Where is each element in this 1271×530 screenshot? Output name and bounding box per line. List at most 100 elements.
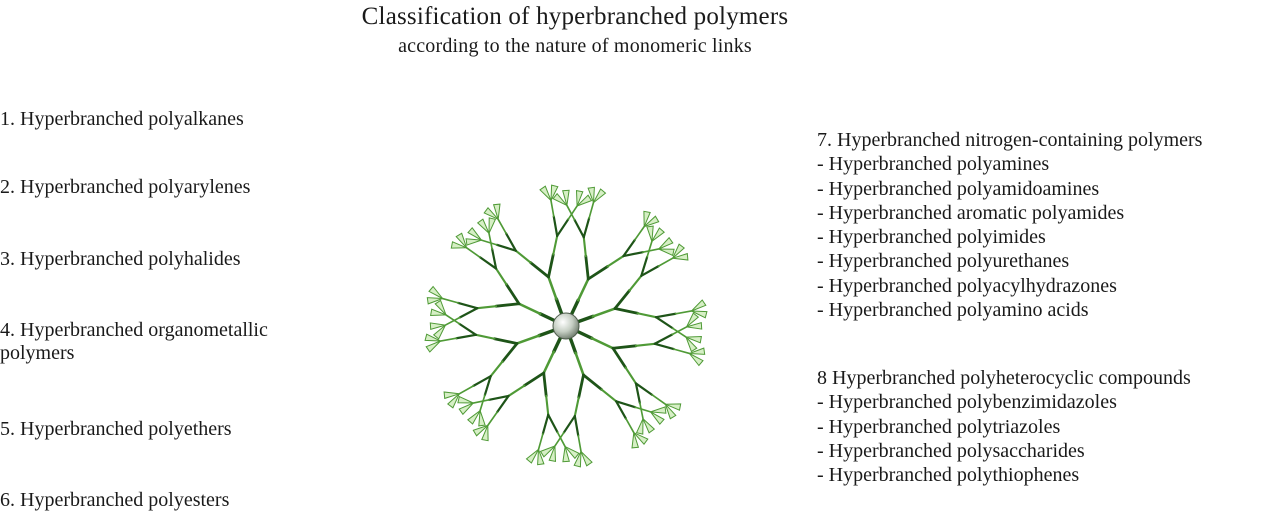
- branch-tip-24: [650, 406, 667, 414]
- branch-segment-91: [441, 297, 460, 304]
- branch-tip-56: [465, 238, 482, 246]
- branch-segment-33: [671, 326, 688, 336]
- branch-tip-33: [562, 446, 570, 463]
- branch-segment-30: [611, 344, 638, 350]
- branch-tip-11: [672, 252, 689, 261]
- branch-segment-40: [634, 382, 641, 404]
- branch-tip-30: [548, 445, 557, 462]
- category-polyalkanes: 1. Hyperbranched polyalkanes: [0, 108, 244, 130]
- branch-segment-69: [472, 399, 490, 404]
- category-polyhalides: 3. Hyperbranched polyhalides: [0, 248, 241, 270]
- subcategory-aromatic-polyamides: - Hyperbranched aromatic polyamides: [817, 201, 1125, 224]
- branch-segment-48: [615, 400, 627, 420]
- branch-segment-81: [439, 337, 458, 342]
- branch-segment-103: [480, 239, 498, 246]
- branch-segment-92: [504, 282, 521, 306]
- branch-segment-34: [653, 342, 675, 351]
- branch-segment-20: [640, 265, 660, 277]
- branch-segment-10: [622, 238, 636, 258]
- subcategory-polyurethanes: - Hyperbranched polyurethanes: [817, 250, 1070, 273]
- branch-segment-45: [600, 388, 618, 403]
- branch-segment-62: [541, 413, 550, 435]
- branch-tip-61: [550, 184, 559, 201]
- branch-segment-55: [554, 431, 565, 447]
- branch-tip-50: [426, 297, 443, 305]
- branch-segment-52: [573, 414, 580, 437]
- branch-segment-72: [501, 342, 519, 363]
- branch-tip-3: [593, 188, 607, 203]
- branch-segment-13: [642, 248, 660, 253]
- branch-segment-61: [556, 431, 566, 448]
- branch-segment-2: [584, 254, 590, 281]
- branch-segment-29: [590, 336, 615, 350]
- branch-segment-67: [487, 411, 498, 427]
- subcategory-polysaccharides: - Hyperbranched polysaccharides: [817, 439, 1085, 462]
- branch-tip-0: [552, 192, 568, 206]
- branch-segment-46: [615, 400, 637, 409]
- branch-segment-101: [514, 249, 532, 264]
- branch-segment-9: [606, 255, 625, 268]
- branch-tip-9: [651, 227, 665, 242]
- branch-tip-55: [488, 217, 497, 234]
- branch-tip-25: [650, 411, 665, 425]
- subcategory-polytriazoles: - Hyperbranched polytriazoles: [817, 415, 1061, 438]
- branch-segment-1: [576, 277, 590, 302]
- group-heading: 7. Hyperbranched nitrogen-containing pol…: [817, 129, 1203, 151]
- branch-segment-58: [542, 371, 548, 398]
- branch-tip-49: [429, 322, 446, 330]
- branch-segment-71: [515, 334, 541, 345]
- branch-tip-46: [430, 308, 447, 317]
- branch-tip-34: [537, 449, 545, 466]
- branch-segment-36: [611, 346, 628, 370]
- dendrimer-core: [552, 312, 580, 340]
- branch-segment-90: [457, 301, 479, 310]
- branch-segment-49: [625, 417, 635, 434]
- branch-segment-95: [465, 247, 481, 258]
- branch-segment-51: [573, 396, 580, 418]
- branch-tip-29: [573, 451, 582, 468]
- branch-segment-54: [562, 414, 576, 434]
- branch-segment-22: [613, 307, 639, 315]
- branch-tip-2: [587, 186, 595, 203]
- branch-tip-58: [483, 207, 499, 220]
- branch-tip-53: [455, 232, 468, 249]
- branch-segment-53: [577, 434, 582, 453]
- branch-tip-48: [432, 324, 446, 340]
- branch-tip-13: [691, 310, 708, 319]
- branch-tip-7: [658, 248, 675, 257]
- branch-segment-65: [507, 384, 526, 397]
- dendrimer-tips: [424, 184, 708, 468]
- branch-segment-63: [537, 432, 544, 451]
- branch-segment-111: [567, 205, 578, 221]
- branch-segment-41: [639, 402, 644, 420]
- branch-segment-108: [552, 215, 559, 238]
- branch-segment-106: [547, 253, 555, 279]
- branch-segment-102: [495, 243, 517, 252]
- branch-tip-28: [580, 451, 593, 467]
- branch-tip-14: [685, 335, 702, 344]
- branch-tip-47: [434, 299, 447, 316]
- branch-segment-3: [582, 236, 587, 258]
- branch-segment-79: [474, 333, 496, 340]
- branch-segment-18: [640, 255, 649, 277]
- branch-tip-35: [525, 449, 539, 464]
- branch-segment-31: [634, 342, 656, 347]
- branch-tip-4: [643, 210, 651, 227]
- subcategory-polyamidoamines: - Hyperbranched polyamidoamines: [817, 177, 1100, 200]
- branch-segment-66: [496, 394, 510, 414]
- branch-tip-59: [492, 203, 501, 220]
- branch-segment-94: [478, 256, 498, 270]
- branch-tip-8: [646, 225, 654, 242]
- branch-segment-21: [657, 257, 674, 267]
- branch-segment-77: [458, 385, 475, 395]
- branch-segment-23: [636, 312, 658, 319]
- branch-segment-50: [577, 373, 585, 399]
- branch-segment-4: [573, 218, 585, 239]
- branch-tip-22: [642, 418, 656, 434]
- branch-tip-41: [467, 410, 481, 425]
- branch-tip-38: [458, 402, 474, 416]
- branch-tip-31: [539, 445, 556, 458]
- branch-segment-37: [624, 366, 637, 385]
- branch-tip-6: [658, 236, 674, 250]
- branch-tip-19: [689, 353, 704, 367]
